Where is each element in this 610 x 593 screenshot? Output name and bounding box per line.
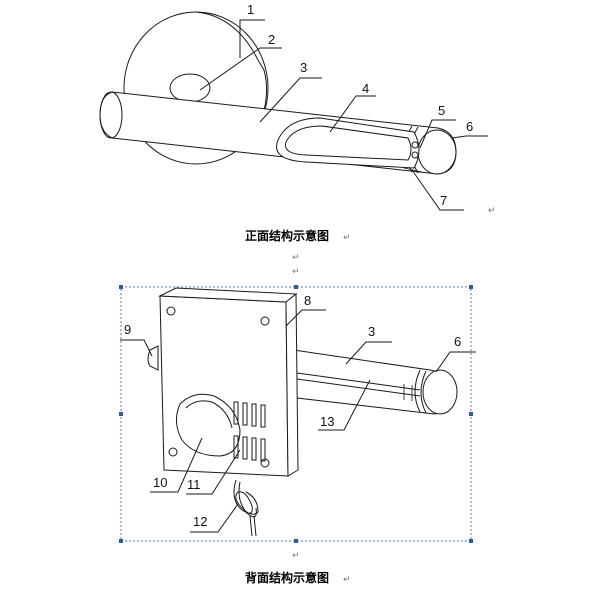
indicator-lights [411, 141, 419, 159]
leader-12 [190, 503, 239, 533]
coiled-wire [233, 479, 259, 537]
paragraph-mark: ↵ [292, 253, 300, 263]
leader-9 [120, 339, 153, 357]
label-3-back: 3 [368, 324, 375, 339]
label-2: 2 [268, 32, 275, 47]
leader-10 [150, 437, 203, 493]
leader-4 [329, 95, 376, 133]
leader-2 [199, 47, 282, 91]
label-6-back: 6 [454, 334, 461, 349]
label-3: 3 [300, 60, 307, 75]
label-5: 5 [438, 103, 445, 118]
leader-11 [186, 449, 241, 495]
leader-8 [285, 309, 326, 327]
caption-back: 背面结构示意图 [245, 570, 329, 585]
back-view-diagram: 8 9 3 6 13 10 11 12 [120, 287, 476, 537]
caption-front: 正面结构示意图 [245, 228, 329, 243]
side-switch [147, 345, 159, 371]
label-13: 13 [320, 414, 334, 429]
leader-7 [411, 169, 464, 211]
leader-13 [318, 379, 371, 431]
leader-6 [451, 135, 488, 139]
fingerprint-pad [176, 393, 241, 457]
front-view-diagram: 1 2 3 4 5 6 7 ↵ [99, 2, 496, 216]
label-11: 11 [187, 477, 201, 492]
label-12: 12 [193, 514, 207, 529]
image-selection-frame[interactable] [119, 285, 473, 543]
leader-5 [419, 119, 456, 149]
paragraph-mark: ↵ [292, 267, 300, 277]
paragraph-mark: ↵ [292, 551, 300, 561]
label-6: 6 [466, 119, 473, 134]
label-9: 9 [124, 322, 131, 337]
slot-edge [403, 167, 423, 173]
leader-1 [239, 19, 265, 58]
leader-3b [345, 341, 392, 365]
paragraph-mark: ↵ [488, 206, 496, 216]
label-4: 4 [362, 81, 369, 96]
paragraph-mark: ↵ [343, 575, 351, 585]
label-7: 7 [440, 193, 447, 208]
window-slot [276, 117, 420, 169]
back-handle-tube [279, 347, 458, 415]
label-1: 1 [247, 2, 254, 17]
vent-slots [233, 401, 266, 462]
paragraph-mark: ↵ [343, 233, 351, 243]
label-10: 10 [153, 475, 167, 490]
label-8: 8 [304, 293, 311, 308]
hub [169, 73, 211, 103]
leader-6b [435, 351, 476, 373]
leader-3 [259, 77, 322, 123]
